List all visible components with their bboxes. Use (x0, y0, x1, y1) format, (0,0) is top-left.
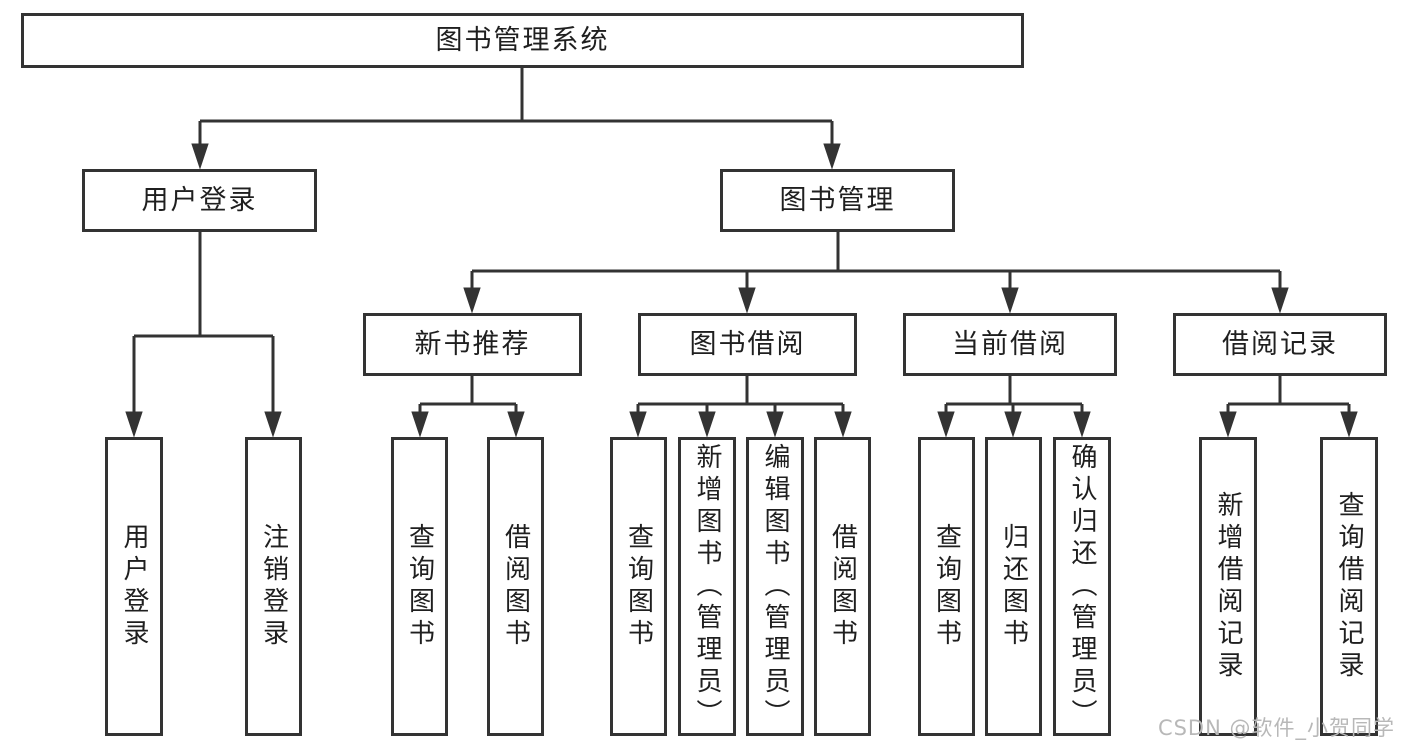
leaf-borrow-books: 借阅图书 (814, 437, 871, 736)
leaf-logout: 注销登录 (245, 437, 302, 736)
node-label: 借阅图书 (500, 522, 531, 651)
node-new-book-recommend: 新书推荐 (363, 313, 582, 376)
node-label: 查询图书 (404, 522, 435, 651)
leaf-query-borrow-record: 查询借阅记录 (1320, 437, 1378, 736)
leaf-add-books-admin: 新增图书（管理员） (678, 437, 736, 736)
node-label: 图书管理系统 (435, 25, 610, 56)
node-label: 查询图书 (623, 522, 654, 651)
node-label: 确认归还（管理员） (1067, 442, 1097, 731)
leaf-query-books-borrow: 查询图书 (610, 437, 667, 736)
node-label: 当前借阅 (952, 329, 1068, 360)
node-label: 图书管理 (779, 185, 896, 216)
node-book-management: 图书管理 (720, 169, 955, 232)
node-label: 编辑图书（管理员） (760, 442, 790, 731)
leaf-query-books-recommend: 查询图书 (391, 437, 448, 736)
node-label: 图书借阅 (689, 329, 806, 360)
node-label: 注销登录 (258, 522, 289, 651)
node-label: 借阅记录 (1222, 329, 1338, 360)
node-label: 新增借阅记录 (1213, 490, 1243, 683)
leaf-return-books: 归还图书 (985, 437, 1042, 736)
leaf-user-login: 用户登录 (105, 437, 163, 736)
arrowheads (125, 143, 1358, 438)
node-label: 查询图书 (931, 522, 962, 651)
node-current-borrow: 当前借阅 (903, 313, 1117, 376)
node-label: 用户登录 (141, 185, 258, 216)
node-label: 借阅图书 (827, 522, 858, 651)
leaf-query-books-current: 查询图书 (918, 437, 975, 736)
node-book-borrow: 图书借阅 (638, 313, 857, 376)
leaf-add-borrow-record: 新增借阅记录 (1199, 437, 1257, 736)
node-label: 查询借阅记录 (1334, 490, 1364, 683)
csdn-watermark: CSDN @软件_小贺同学 (1157, 716, 1395, 740)
connector-paths (132, 68, 1351, 414)
node-library-management-system: 图书管理系统 (21, 13, 1024, 68)
node-label: 用户登录 (119, 522, 149, 651)
node-borrow-records: 借阅记录 (1173, 313, 1387, 376)
node-label: 归还图书 (998, 522, 1029, 651)
node-label: 新书推荐 (414, 329, 531, 360)
leaf-borrow-books-recommend: 借阅图书 (487, 437, 544, 736)
leaf-confirm-return-admin: 确认归还（管理员） (1053, 437, 1111, 736)
node-label: 新增图书（管理员） (692, 442, 722, 731)
leaf-edit-books-admin: 编辑图书（管理员） (746, 437, 804, 736)
node-user-login: 用户登录 (82, 169, 317, 232)
